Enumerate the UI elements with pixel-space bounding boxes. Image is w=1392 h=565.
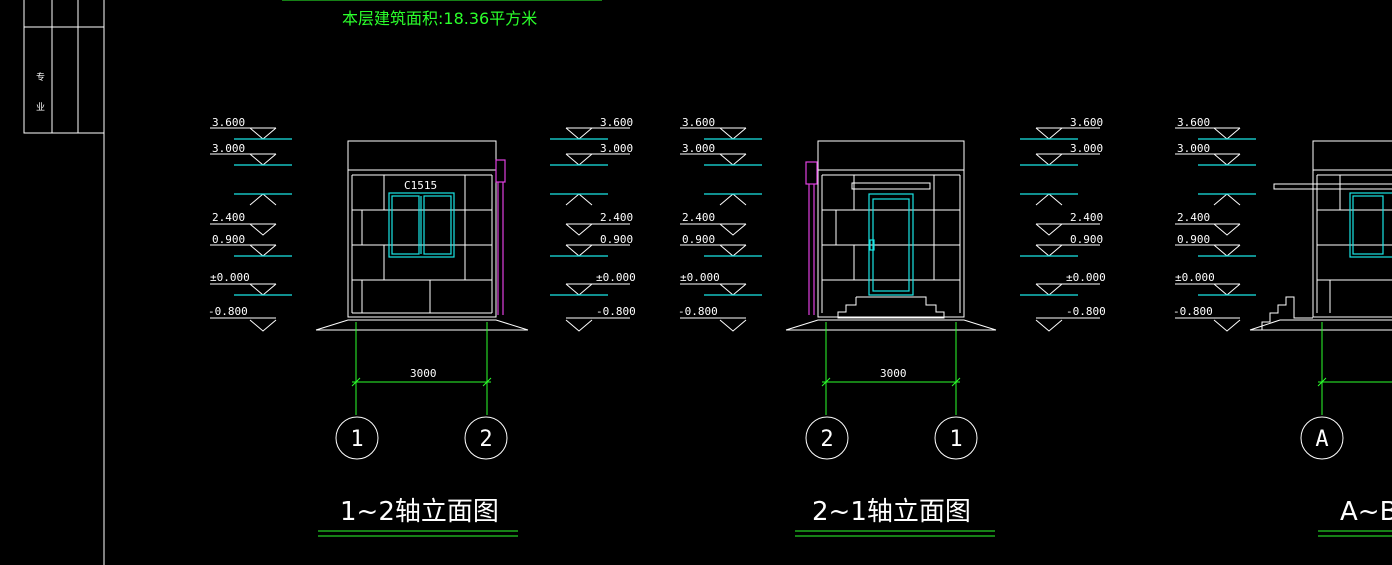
axis-bubble <box>1300 416 1344 460</box>
elevation-view-2: 3.600 3.000 2.400 0.900 ±0.000 -0.800 3.… <box>678 116 1106 537</box>
level-label: 2.400 <box>1070 211 1103 224</box>
dimension-line: 3000 <box>351 322 492 415</box>
building-elevation <box>315 140 529 331</box>
axis-bubble <box>464 416 508 460</box>
level-label: 3.000 <box>1177 142 1210 155</box>
left-level-marks: 3.600 3.000 2.400 0.900 ±0.000 -0.800 <box>208 116 292 332</box>
level-label: 3.000 <box>1070 142 1103 155</box>
title-block: 专 业 <box>23 0 105 565</box>
view-title: 2~1轴立面图 <box>812 497 971 527</box>
level-label: -0.800 <box>1173 305 1213 318</box>
level-label: 0.900 <box>1070 233 1103 246</box>
axis-label: 2 <box>479 427 492 452</box>
right-level-marks: 3.600 3.000 2.400 0.900 ±0.000 -0.800 <box>1020 116 1106 332</box>
level-label: 0.900 <box>600 233 633 246</box>
level-label: 2.400 <box>1177 211 1210 224</box>
axis-bubble <box>934 416 978 460</box>
level-label: 3.600 <box>682 116 715 129</box>
dimension-text: 3000 <box>410 367 437 380</box>
level-label: -0.800 <box>1066 305 1106 318</box>
window-label: C1515 <box>404 179 437 192</box>
axis-label: 2 <box>820 427 833 452</box>
axis-bubble <box>335 416 379 460</box>
level-label: -0.800 <box>596 305 636 318</box>
level-label: -0.800 <box>208 305 248 318</box>
title-block-char: 业 <box>36 102 45 113</box>
area-text: 本层建筑面积:18.36平方米 <box>342 9 537 28</box>
dimension-line: 3000 <box>821 322 961 415</box>
door <box>868 193 914 296</box>
axis-bubble <box>805 416 849 460</box>
level-label: 2.400 <box>212 211 245 224</box>
downpipe <box>805 161 818 315</box>
level-label: 3.600 <box>600 116 633 129</box>
level-label: 2.400 <box>682 211 715 224</box>
level-label: 3.000 <box>600 142 633 155</box>
level-label: ±0.000 <box>1066 271 1106 284</box>
view-title: A~B <box>1340 497 1392 527</box>
left-level-marks: 3.600 3.000 2.400 0.900 ±0.000 -0.800 <box>678 116 762 332</box>
level-label: 2.400 <box>600 211 633 224</box>
level-label: 3.600 <box>1177 116 1210 129</box>
level-label: 3.000 <box>212 142 245 155</box>
building-elevation <box>1249 140 1392 331</box>
dimension-line <box>1317 322 1392 415</box>
right-level-marks: 3.600 3.000 2.400 0.900 ±0.000 -0.800 <box>550 116 636 332</box>
level-label: 3.000 <box>682 142 715 155</box>
downpipe <box>495 159 506 315</box>
level-label: 0.900 <box>212 233 245 246</box>
level-label: 3.600 <box>1070 116 1103 129</box>
window <box>1349 192 1392 258</box>
axis-label: 1 <box>949 427 962 452</box>
level-label: ±0.000 <box>680 271 720 284</box>
level-label: ±0.000 <box>596 271 636 284</box>
axis-label: 1 <box>350 427 363 452</box>
axis-label: A <box>1315 427 1328 452</box>
elevation-view-3: 3.600 3.000 2.400 0.900 ±0.000 -0.800 <box>1173 116 1392 537</box>
window: C1515 <box>388 179 455 258</box>
level-label: ±0.000 <box>210 271 250 284</box>
building-elevation <box>785 140 997 331</box>
dimension-text: 3000 <box>880 367 907 380</box>
view-title: 1~2轴立面图 <box>340 497 499 527</box>
level-label: 0.900 <box>682 233 715 246</box>
level-label: 3.600 <box>212 116 245 129</box>
level-label: -0.800 <box>678 305 718 318</box>
left-level-marks: 3.600 3.000 2.400 0.900 ±0.000 -0.800 <box>1173 116 1256 332</box>
level-label: ±0.000 <box>1175 271 1215 284</box>
level-label: 0.900 <box>1177 233 1210 246</box>
title-block-char: 专 <box>36 71 45 83</box>
elevation-view-1: 3.600 3.000 2.400 0.900 ±0.000 -0.800 3.… <box>208 116 636 537</box>
